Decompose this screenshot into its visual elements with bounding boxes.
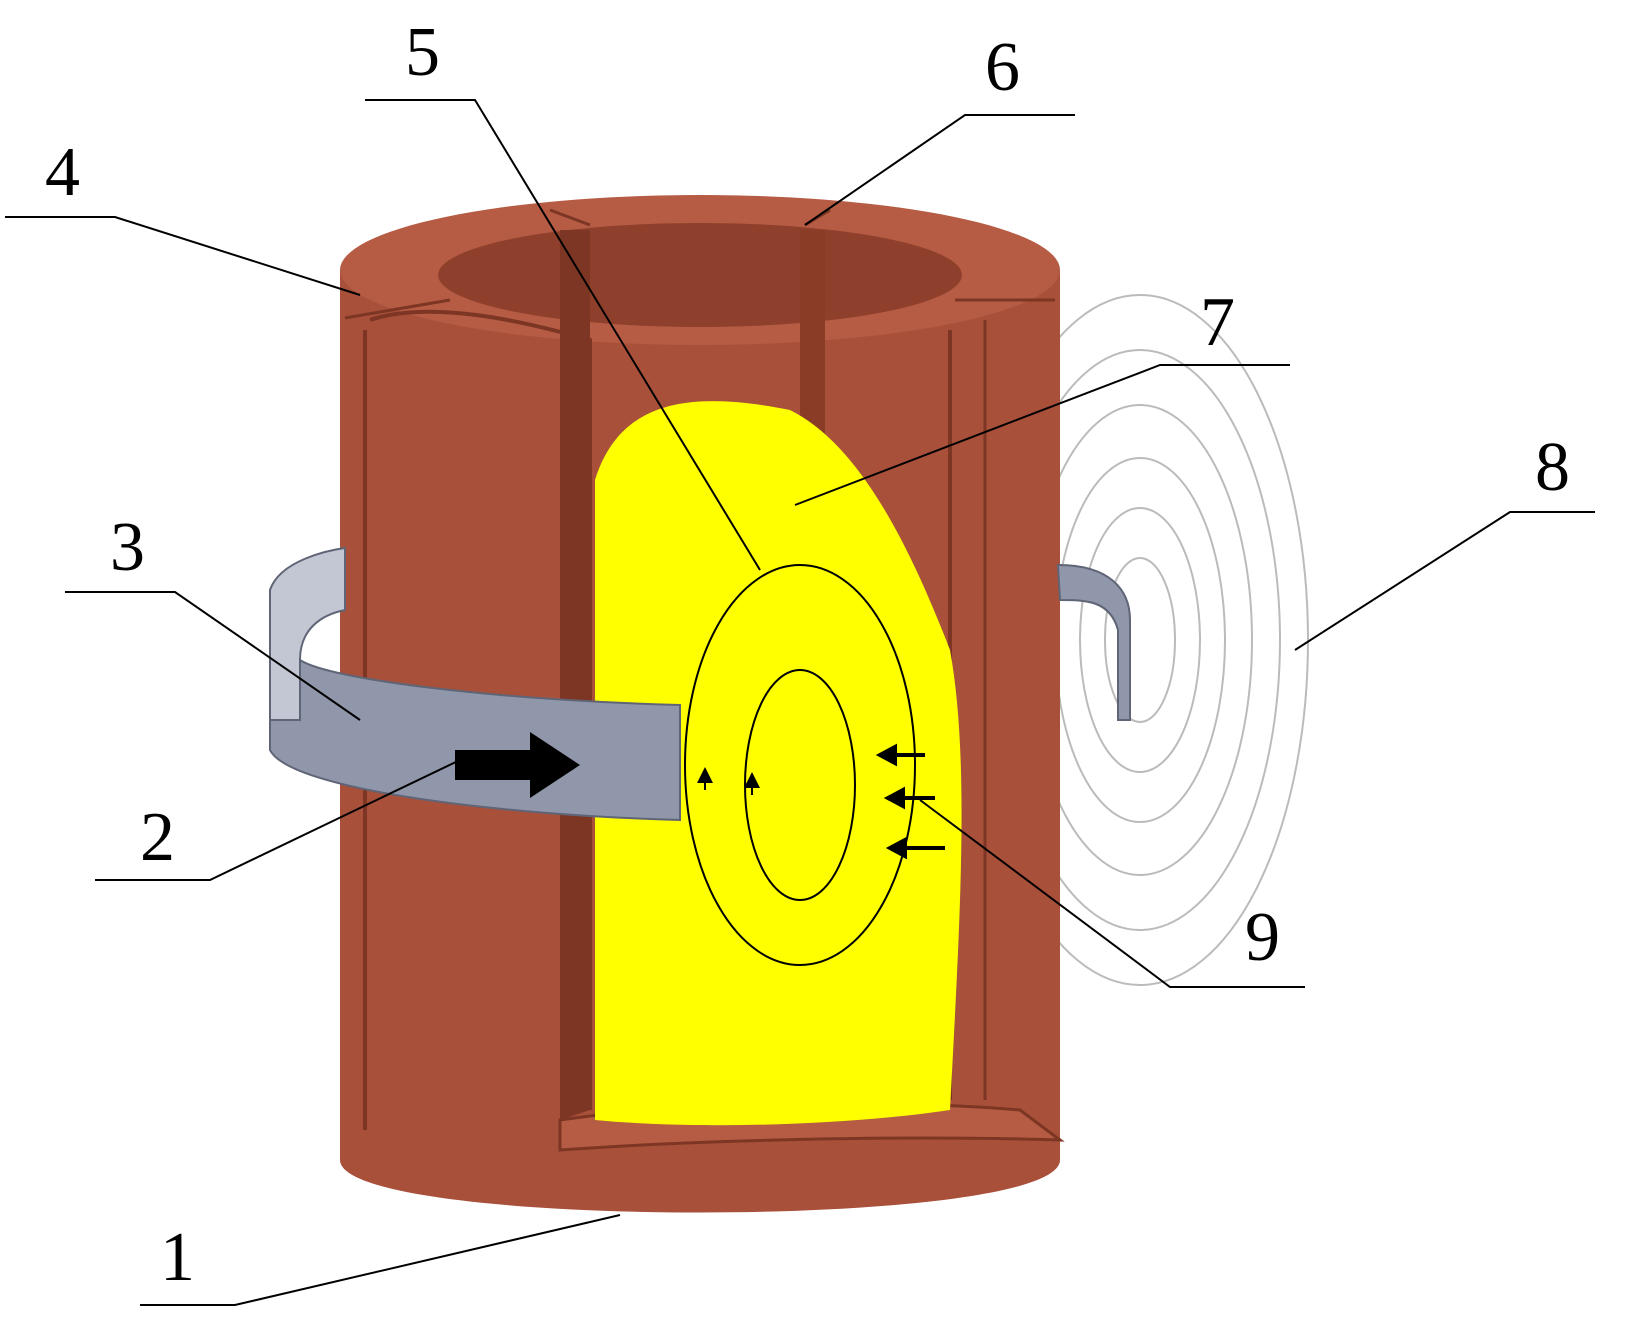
outer-current-loop — [684, 564, 916, 966]
crucible-inner-opening — [438, 223, 962, 327]
callout-3: 3 — [110, 509, 145, 586]
leader-1 — [140, 1214, 621, 1306]
leader-8 — [1294, 511, 1595, 651]
leader-2 — [95, 759, 461, 881]
molten-metal — [595, 401, 962, 1126]
leader-4 — [5, 216, 361, 296]
leader-5 — [365, 99, 761, 571]
current-direction-arrow — [455, 732, 580, 798]
callout-5: 5 — [405, 14, 440, 91]
leader-lines — [5, 99, 1595, 1306]
callout-6: 6 — [985, 29, 1020, 106]
callout-4: 4 — [45, 134, 80, 211]
leader-3 — [65, 591, 361, 721]
inductor-coil — [269, 546, 1131, 822]
callout-1: 1 — [160, 1219, 195, 1296]
inductor-band-left — [269, 546, 346, 721]
callout-8: 8 — [1535, 429, 1570, 506]
electromagnetic-force-arrows — [875, 743, 945, 860]
leader-9 — [919, 799, 1305, 988]
cutaway-left-face — [560, 230, 590, 1120]
leader-7 — [794, 364, 1290, 506]
callout-7: 7 — [1200, 284, 1235, 361]
eddy-current-loops — [684, 564, 916, 966]
leader-6 — [804, 114, 1075, 226]
inductor-band-right — [1056, 563, 1131, 721]
callout-2: 2 — [140, 799, 175, 876]
callout-labels: 1 2 3 4 5 6 7 8 9 — [45, 14, 1570, 1296]
callout-9: 9 — [1245, 899, 1280, 976]
inductor-band-front — [269, 658, 681, 822]
